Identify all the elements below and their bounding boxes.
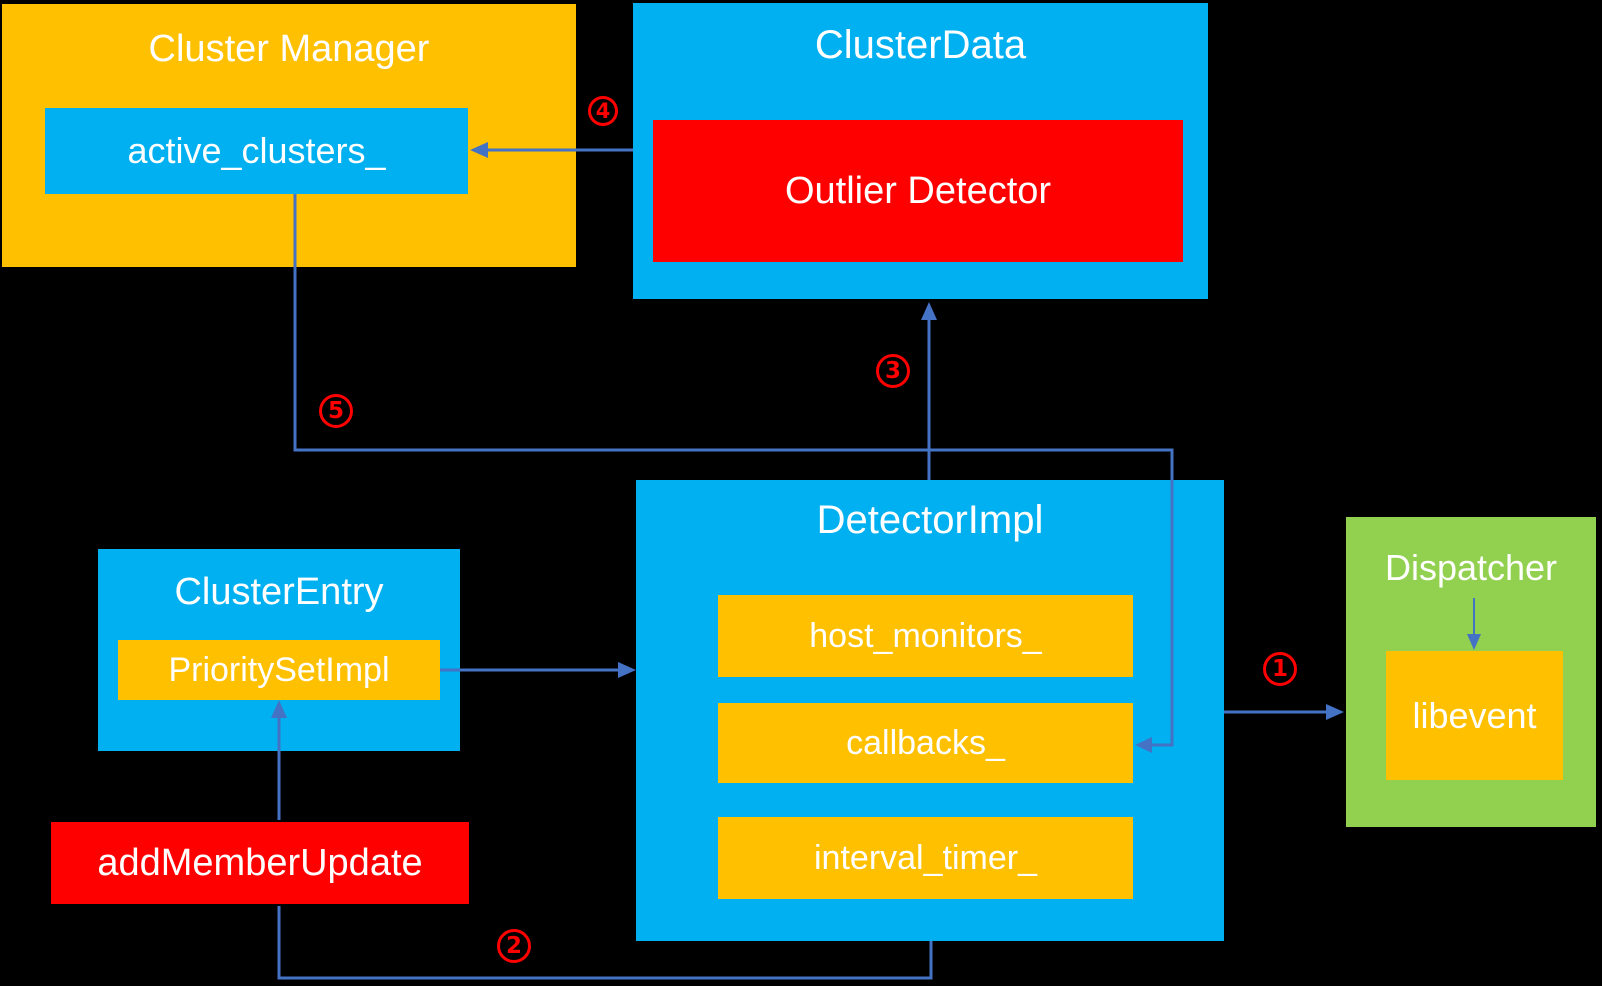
host-monitors-label: host_monitors_ — [809, 616, 1042, 655]
detector-impl-box: DetectorImpl host_monitors_ callbacks_ i… — [636, 480, 1224, 941]
active-clusters-label: active_clusters_ — [127, 130, 386, 171]
step-badge-5: 5 — [319, 394, 353, 428]
callbacks-box: callbacks_ — [718, 703, 1133, 783]
callbacks-label: callbacks_ — [846, 723, 1005, 762]
detector-impl-title: DetectorImpl — [816, 498, 1044, 542]
step-badge-3: 3 — [876, 354, 910, 388]
outlier-detector-box: Outlier Detector — [653, 120, 1183, 262]
interval-timer-label: interval_timer_ — [814, 838, 1037, 877]
arrowhead-1 — [1326, 704, 1344, 720]
libevent-box: libevent — [1386, 651, 1563, 780]
host-monitors-box: host_monitors_ — [718, 595, 1133, 677]
dispatcher-title: Dispatcher — [1384, 547, 1558, 588]
outlier-detector-label: Outlier Detector — [784, 169, 1052, 212]
priority-set-impl-box: PrioritySetImpl — [118, 640, 440, 700]
libevent-label: libevent — [1412, 694, 1537, 736]
step-badge-2: 2 — [497, 929, 531, 963]
add-member-update-label: addMemberUpdate — [97, 841, 423, 884]
add-member-update-box: addMemberUpdate — [51, 822, 469, 904]
active-clusters-box: active_clusters_ — [45, 108, 468, 194]
cluster-data-box: ClusterData Outlier Detector — [633, 3, 1208, 299]
step-badge-1: 1 — [1263, 652, 1297, 686]
interval-timer-box: interval_timer_ — [718, 817, 1133, 899]
arrowhead-prioritysetimpl — [618, 662, 636, 678]
cluster-entry-title: ClusterEntry — [174, 571, 384, 613]
cluster-manager-box: Cluster Manager active_clusters_ — [2, 4, 576, 267]
priority-set-impl-label: PrioritySetImpl — [168, 650, 390, 689]
arrowhead-3 — [921, 302, 937, 320]
dispatcher-box: Dispatcher libevent — [1346, 517, 1596, 827]
cluster-data-title: ClusterData — [814, 23, 1027, 67]
cluster-entry-box: ClusterEntry PrioritySetImpl — [98, 549, 460, 751]
cluster-manager-title: Cluster Manager — [148, 28, 430, 70]
step-badge-4: 4 — [588, 96, 618, 126]
